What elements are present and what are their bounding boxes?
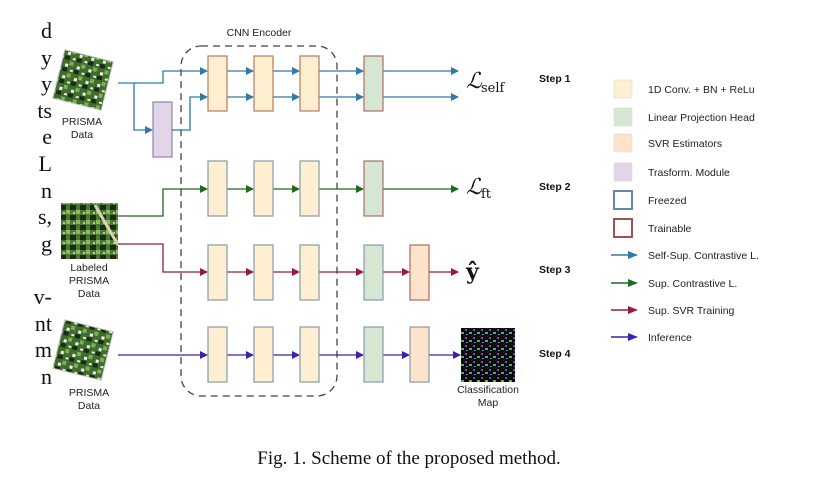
projection-head-freezed [363,244,384,301]
body-text-column: d y y ts e L n s, g v- nt m n [0,18,52,390]
conv-block-freezed [253,160,274,217]
legend-label: Self-Sup. Contrastive L. [648,250,759,262]
legend-swatch [613,79,633,99]
step-3-label: Step 3 [539,264,571,276]
legend-label: Trasform. Module [648,167,730,179]
prediction-y-hat: ŷ [465,259,480,285]
prisma-label: PRISMA [69,387,109,399]
loss-ft-subscript: ft [481,187,492,202]
step-2-label: Step 2 [539,181,571,193]
projection-head-trainable [363,160,384,217]
projection-head-freezed [363,326,384,383]
body-text-line: n [41,177,52,203]
legend-arrow-icon [628,251,638,259]
legend-item: Linear Projection Head [613,107,755,127]
conv-block-freezed [253,326,274,383]
classification-map-label: Map [478,397,499,409]
legend-item: Trasform. Module [613,162,730,182]
body-text-line: s, [37,204,52,230]
legend-swatch [613,162,633,182]
body-text-line: L [38,150,52,176]
legend-label: 1D Conv. + BN + ReLu [648,84,755,96]
body-text-line: ts [37,97,52,123]
transform-module-block [152,101,173,158]
svr-estimator-freezed [409,326,430,383]
step3-arrows [118,243,459,276]
legend-item: Trainable [613,218,692,238]
legend-border-swatch [613,218,633,238]
legend-label: SVR Estimators [648,138,722,150]
legend-item: Sup. SVR Training [611,305,735,317]
body-text-line: n [41,363,52,389]
conv-block-freezed [207,160,228,217]
legend-label: Linear Projection Head [648,112,755,124]
loss-self-subscript: self [481,81,506,96]
labeled-label: Data [78,288,100,300]
cnn-encoder-label: CNN Encoder [227,27,292,39]
legend-swatch [613,133,633,153]
conv-block-freezed [207,326,228,383]
body-text-line: nt [34,310,52,336]
body-text-line: e [42,124,52,150]
prisma-label: Data [71,129,93,141]
loss-ft-symbol: ℒ [466,175,483,200]
labeled-label: PRISMA [69,275,109,287]
figure-caption: Fig. 1. Scheme of the proposed method. [257,448,561,469]
legend-label: Sup. Contrastive L. [648,278,737,290]
labeled-label: Labeled [70,262,108,274]
body-text-line: g [41,230,52,256]
loss-self-symbol: ℒ [466,69,483,94]
conv-block-freezed [299,160,320,217]
conv-block-freezed [299,326,320,383]
conv-block-freezed [207,244,228,301]
classification-map-image [461,328,515,382]
legend-item: 1D Conv. + BN + ReLu [613,79,755,99]
conv-block-trainable [299,55,320,112]
step2-arrows [118,185,459,217]
legend-arrow-icon [628,306,638,314]
legend-arrow-icon [628,279,638,287]
legend-item: Self-Sup. Contrastive L. [611,250,759,262]
legend-item: SVR Estimators [613,133,722,153]
svr-estimator-trainable [409,244,430,301]
conv-block-trainable [253,55,274,112]
legend-border-swatch [613,190,633,210]
legend-item: Sup. Contrastive L. [611,278,737,290]
step-4-label: Step 4 [539,348,571,360]
legend-item: Freezed [613,190,687,210]
conv-block-trainable [207,55,228,112]
conv-block-freezed [253,244,274,301]
step-1-label: Step 1 [539,73,571,85]
prisma-label: Data [78,400,100,412]
projection-head-trainable [363,55,384,112]
legend-item: Inference [611,332,692,344]
legend-swatch [613,107,633,127]
cnn-encoder-region [180,45,338,397]
legend-label: Inference [648,332,692,344]
body-text-line: y [41,71,52,97]
body-text-line: d [41,18,52,43]
legend-label: Sup. SVR Training [648,305,735,317]
legend-label: Freezed [648,195,687,207]
body-text-line: y [41,44,52,70]
legend-label: Trainable [648,223,692,235]
labeled-prisma-image [61,203,120,259]
prisma-input-image-top [52,49,114,111]
prisma-input-image-bottom [52,319,114,381]
classification-map-label: Classification [457,384,519,396]
conv-block-freezed [299,244,320,301]
step1-arrows [118,67,459,134]
prisma-label: PRISMA [62,116,102,128]
body-text-line: m [34,337,52,363]
body-text-line: v- [33,283,52,309]
legend-arrow-icon [628,333,638,341]
